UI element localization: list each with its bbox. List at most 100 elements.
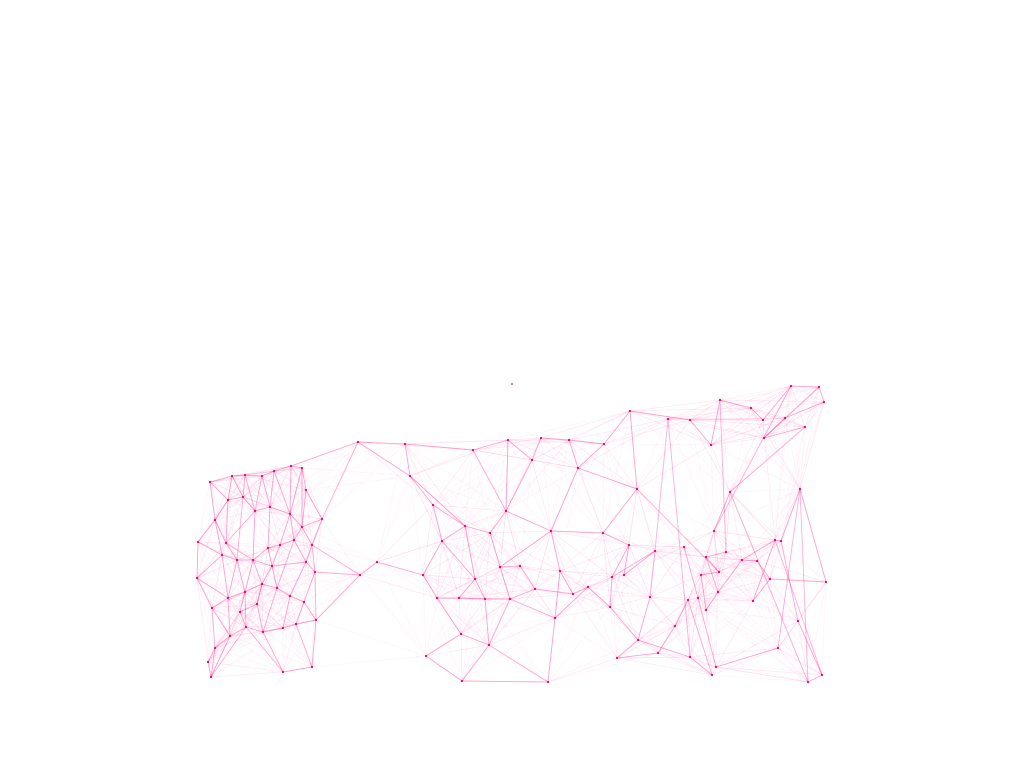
graph-edge-faint [756,560,823,676]
graph-edge-faint [261,475,271,508]
graph-edge-faint [603,410,631,445]
graph-edge-faint [422,574,462,635]
graph-edge-faint [252,539,295,561]
graph-edge [211,597,229,609]
graph-edge-faint [689,417,786,421]
graph-edge-faint [221,547,269,556]
graph-node [773,538,777,542]
graph-edge-faint [244,559,254,593]
graph-edge-faint [236,559,273,567]
graph-edge-faint [689,600,754,658]
graph-edge-faint [221,554,246,593]
graph-edge-faint [700,560,758,576]
graph-node [255,602,259,606]
graph-edge-faint [559,570,613,578]
graph-edge-faint [276,587,297,625]
graph-edge-faint [225,496,244,544]
graph-edge-faint [422,574,490,646]
graph-edge-faint [777,581,827,649]
graph-edge-faint [261,565,273,585]
graph-edge-faint [276,587,313,668]
graph-edge-faint [197,519,216,543]
graph-edge-faint [705,609,713,676]
graph-edge-faint [687,551,727,601]
graph-edge-faint [196,577,213,609]
graph-edge [554,586,589,619]
graph-edge-faint [289,544,313,597]
graph-edge [611,544,630,578]
graph-edge [221,554,229,599]
graph-edge-faint [519,565,589,588]
graph-edge-faint [715,620,799,668]
graph-edge-faint [711,666,717,676]
graph-edge [196,577,213,609]
graph-edge-faint [254,510,323,520]
graph-edge-faint [741,559,779,649]
graph-edge-faint [818,386,825,403]
graph-edge-faint [458,565,521,599]
graph-edge-faint [718,560,758,573]
graph-edge-faint [554,576,613,619]
graph-edge-faint [715,666,809,683]
graph-edge-faint [225,542,254,561]
graph-edge-faint [289,441,359,515]
graph-edge-faint [717,591,779,649]
isolated-node [511,383,513,385]
graph-edge-faint [507,437,542,441]
graph-node [226,596,230,600]
graph-edge-faint [674,609,707,627]
graph-edge-faint [505,510,561,572]
graph-edge-faint [780,401,825,542]
graph-edge-faint [711,591,719,676]
graph-edge-faint [239,583,263,613]
graph-edge-faint [214,519,227,544]
graph-edge-faint [623,544,630,576]
graph-edge-faint [705,556,771,580]
graph-node [740,558,744,562]
graph-edge-faint [279,513,291,546]
graph-edge-faint [540,410,631,439]
graph-edge-faint [499,510,507,568]
graph-edge-faint [687,530,715,601]
graph-edge-faint [484,532,491,600]
graph-edge-faint [295,619,317,625]
graph-edge-faint [214,647,284,673]
graph-edge-faint [269,506,303,528]
graph-edge-faint [236,559,273,567]
graph-edge-faint [359,574,438,599]
graph-edge [262,587,278,633]
graph-edge-faint [667,385,792,420]
graph-edge-faint [719,399,765,439]
graph-edge-faint [464,449,474,527]
graph-node [278,543,282,547]
graph-node [483,597,487,601]
graph-edge-faint [227,597,264,633]
graph-edge [196,541,199,579]
graph-edge-faint [603,443,630,546]
graph-edge-faint [376,540,443,563]
graph-edge-faint [458,597,462,635]
graph-edge-faint [209,481,256,512]
graph-edge-faint [211,603,258,609]
graph-edge-faint [256,603,297,625]
graph-edge-faint [229,603,258,637]
graph-edge-faint [774,417,786,541]
graph-node [806,680,810,684]
graph-node [228,634,232,638]
graph-edge-faint [719,399,806,428]
graph-edge-faint [602,532,630,546]
graph-edge-faint [229,583,263,637]
graph-edge [290,465,303,469]
graph-edge-faint [752,578,771,602]
graph-edge-faint [301,518,323,528]
graph-edge-faint [279,544,291,597]
graph-edge [489,510,507,534]
graph-edge [623,544,630,576]
graph-edge-faint [752,539,776,602]
graph-node [230,474,234,478]
graph-edge-faint [750,401,825,409]
graph-edge-faint [271,565,305,603]
graph-edge-faint [729,491,758,562]
graph-edge-faint [422,504,434,576]
graph-edge-faint [422,574,463,682]
